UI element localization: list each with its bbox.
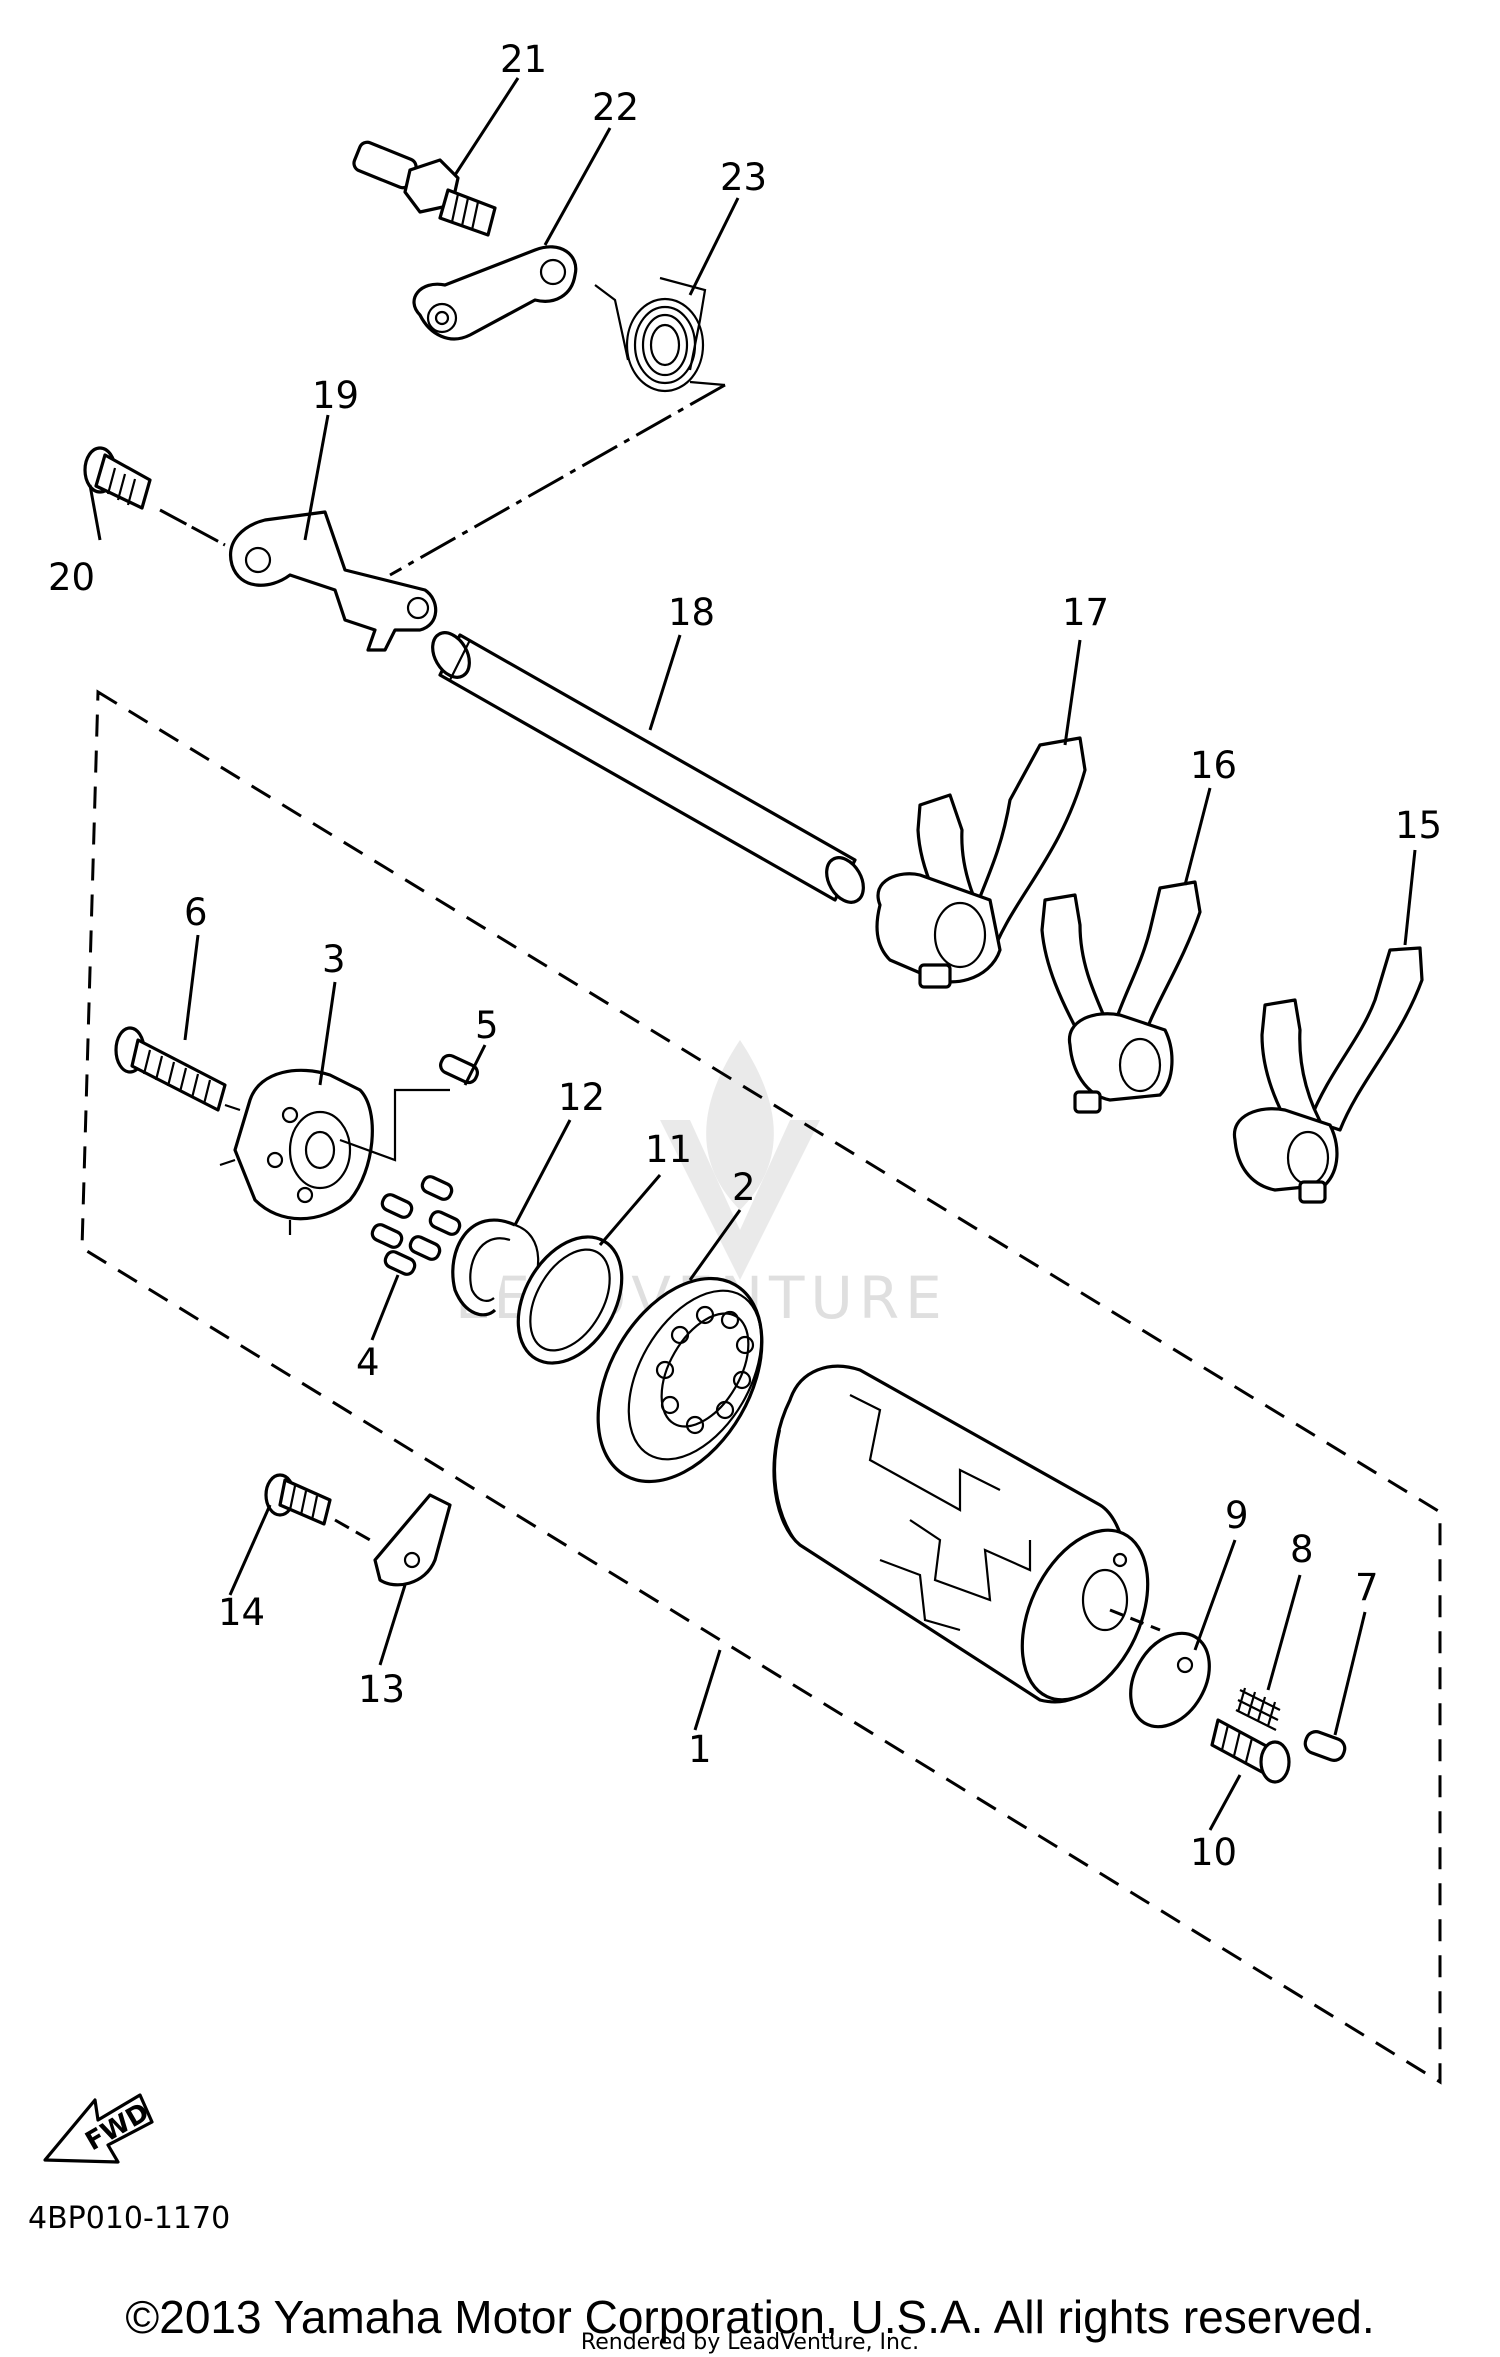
- part-22-plate: [412, 245, 578, 341]
- part-15-fork: [1232, 946, 1424, 1204]
- callout-6: 6: [184, 891, 208, 934]
- callout-4: 4: [356, 1341, 380, 1384]
- part-6-bolt: [114, 1026, 227, 1112]
- callout-18: 18: [668, 591, 715, 634]
- callout-21: 21: [500, 38, 547, 81]
- rendered-by-notice: Rendered by LeadVenture, Inc.: [580, 2330, 920, 2355]
- fwd-arrow-icon: FWD: [43, 2093, 154, 2164]
- part-21-bolt: [352, 140, 497, 237]
- part-8-spring: [1235, 1687, 1281, 1731]
- assembly-line-23-19: [389, 383, 726, 577]
- part-14-screw: [264, 1473, 332, 1526]
- part-code: 4BP010-1170: [28, 2201, 230, 2236]
- callout-2: 2: [732, 1166, 756, 1209]
- callout-23: 23: [720, 156, 767, 199]
- part-1-shift-drum: [772, 1364, 1150, 1704]
- part-9-plate: [1129, 1631, 1211, 1729]
- part-23-spring: [594, 276, 726, 393]
- part-17-fork: [875, 736, 1087, 989]
- part-16-fork: [1040, 880, 1202, 1114]
- part-18-shaft: [431, 631, 865, 904]
- part-20-screw: [83, 446, 152, 510]
- callout-8: 8: [1290, 1528, 1314, 1571]
- part-19-stopper-lever: [229, 510, 438, 652]
- callout-19: 19: [312, 374, 359, 417]
- callout-10: 10: [1190, 1831, 1237, 1874]
- callout-15: 15: [1395, 804, 1442, 847]
- callout-14: 14: [218, 1591, 265, 1634]
- part-10-screw: [1210, 1718, 1291, 1784]
- callout-16: 16: [1190, 744, 1237, 787]
- callout-20: 20: [48, 556, 95, 599]
- copyright-notice: ©2013 Yamaha Motor Corporation, U.S.A. A…: [125, 2291, 1375, 2343]
- callout-5: 5: [475, 1004, 499, 1047]
- part-3-segment: [219, 1068, 450, 1235]
- part-4-pins: [370, 1175, 462, 1276]
- assembly-boundary: [80, 689, 1442, 2085]
- assembly-line-14-13: [334, 1518, 371, 1542]
- callout-12: 12: [558, 1076, 605, 1119]
- part-7-pin: [1303, 1730, 1347, 1762]
- callout-numbers: 21 22 23 19 20 18 17 16 15 6 3 5 12 11 2…: [48, 38, 1442, 1874]
- leader-lines: [88, 77, 1417, 1831]
- callout-13: 13: [358, 1668, 405, 1711]
- callout-7: 7: [1355, 1566, 1379, 1609]
- callout-11: 11: [645, 1128, 692, 1171]
- callout-3: 3: [322, 938, 346, 981]
- callout-17: 17: [1062, 591, 1109, 634]
- part-2-bearing: [596, 1276, 764, 1484]
- assembly-line-20-19: [159, 508, 226, 547]
- part-13-plate: [373, 1493, 452, 1587]
- callout-22: 22: [592, 86, 639, 129]
- part-11-ring: [516, 1235, 624, 1365]
- assembly-line-drum-9: [1109, 1608, 1161, 1632]
- callout-1: 1: [688, 1728, 712, 1771]
- callout-9: 9: [1225, 1494, 1249, 1537]
